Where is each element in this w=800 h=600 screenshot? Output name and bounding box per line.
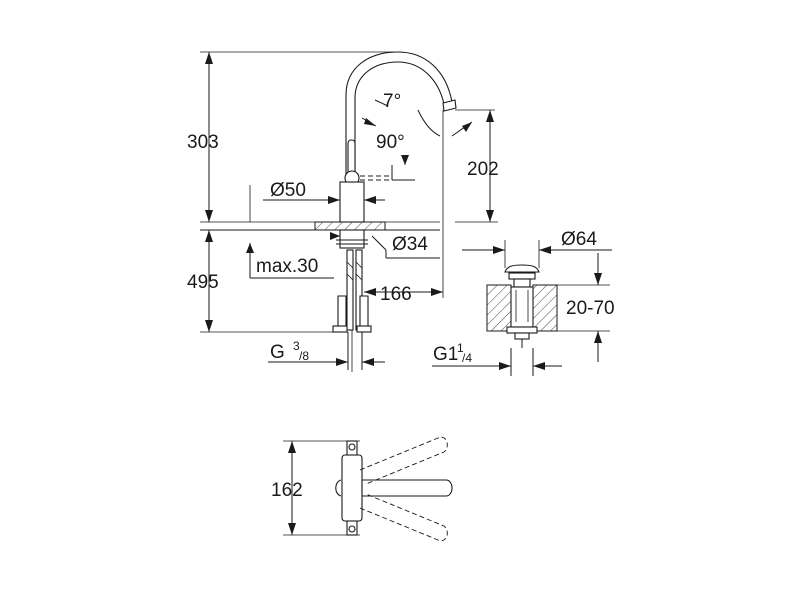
svg-text:3: 3 (293, 339, 300, 353)
waste-range-label: 20-70 (566, 298, 615, 319)
plan-view (283, 436, 453, 542)
spout (345, 51, 453, 181)
svg-text:1: 1 (457, 341, 464, 355)
waste-thread-label: G1 1 /4 (433, 341, 472, 365)
plan-width-label: 162 (271, 480, 303, 501)
connection-thread-label: G 3 /8 (270, 339, 309, 363)
below-deck-label: 495 (187, 272, 219, 293)
svg-text:G1: G1 (433, 344, 458, 365)
spout-angle-label: 7° (383, 91, 401, 112)
swivel-angle-label: 90° (376, 132, 405, 153)
svg-text:/4: /4 (462, 351, 472, 365)
reach-label: 166 (380, 284, 412, 305)
base-diameter-label: Ø50 (270, 180, 306, 201)
hose-left (346, 249, 354, 331)
svg-text:/8: /8 (299, 349, 309, 363)
max-deck-label: max.30 (256, 256, 318, 277)
plan-base (341, 454, 363, 522)
plan-spout (361, 479, 453, 497)
total-height-label: 303 (187, 132, 219, 153)
faucet-base (339, 181, 365, 223)
faucet-side-view (200, 51, 498, 372)
svg-text:G: G (270, 342, 285, 363)
waste-cap (504, 264, 540, 273)
waste-diameter-label: Ø64 (561, 229, 597, 250)
mount-diameter-label: Ø34 (392, 234, 428, 255)
spout-height-label: 202 (467, 159, 499, 180)
waste-valve-view (432, 240, 612, 376)
